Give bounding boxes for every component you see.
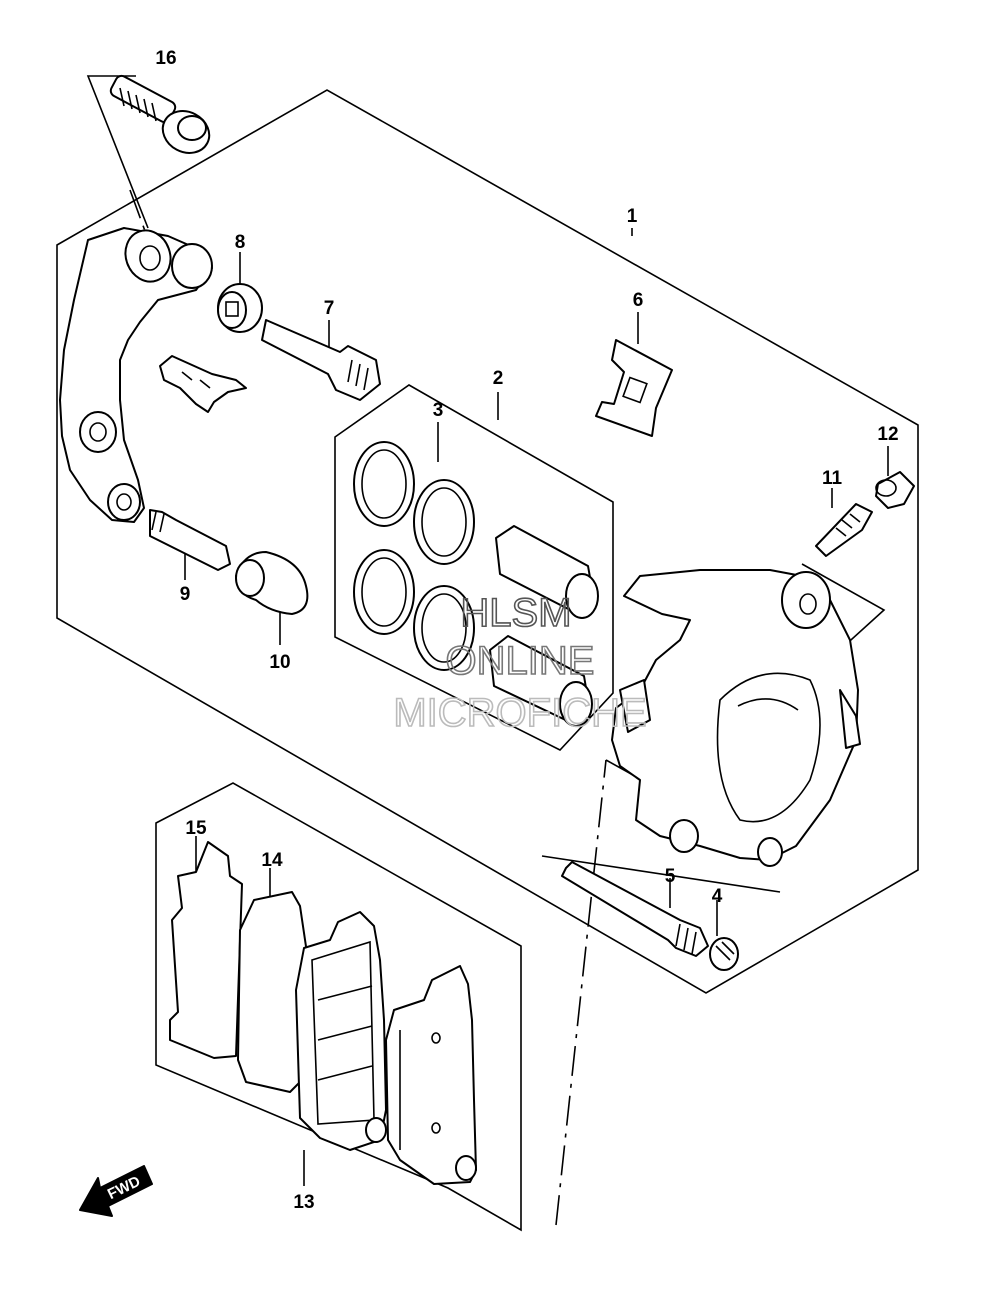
brake-pad-rear bbox=[385, 965, 477, 1185]
caliper-assembly-frame bbox=[56, 89, 919, 994]
pad-spring-6 bbox=[595, 312, 673, 437]
pin-7 bbox=[261, 319, 381, 401]
callout-5: 5 bbox=[665, 866, 676, 887]
caliper-body bbox=[611, 563, 886, 867]
callout-9: 9 bbox=[180, 584, 191, 605]
boot-8 bbox=[217, 252, 263, 333]
callout-3: 3 bbox=[433, 400, 444, 421]
callout-1: 1 bbox=[627, 206, 638, 227]
watermark-line-2: ONLINE bbox=[446, 639, 595, 683]
callout-8: 8 bbox=[235, 232, 246, 253]
callout-15: 15 bbox=[185, 818, 207, 839]
piston-seals-3 bbox=[353, 422, 475, 671]
fwd-arrow-icon: FWD bbox=[79, 1165, 153, 1217]
piston-kit-frame bbox=[334, 384, 614, 751]
watermark-line-3: MICROFICHE bbox=[393, 691, 646, 735]
brake-pad-set-frame bbox=[155, 782, 522, 1232]
cap-12 bbox=[875, 446, 915, 509]
callout-4: 4 bbox=[712, 886, 723, 907]
callout-14: 14 bbox=[261, 850, 283, 871]
callout-2: 2 bbox=[493, 368, 504, 389]
pad-set-boundary-line bbox=[555, 759, 607, 1226]
boot-10 bbox=[235, 551, 309, 645]
bleeder-valve-11 bbox=[815, 488, 873, 557]
shim-15 bbox=[169, 836, 243, 1059]
callout-10: 10 bbox=[269, 652, 290, 673]
pin-9 bbox=[149, 509, 231, 580]
callout-7: 7 bbox=[324, 298, 335, 319]
callout-11: 11 bbox=[822, 468, 843, 489]
callout-12: 12 bbox=[877, 424, 898, 445]
caliper-bracket bbox=[59, 227, 213, 523]
watermark-line-1: HLSM bbox=[460, 591, 571, 635]
bolt-16 bbox=[86, 74, 211, 273]
callout-13: 13 bbox=[293, 1192, 314, 1213]
callout-16: 16 bbox=[155, 48, 176, 69]
callout-6: 6 bbox=[633, 290, 644, 311]
pin-5 bbox=[541, 855, 781, 957]
brake-pad-front bbox=[295, 911, 387, 1151]
pistons bbox=[489, 392, 599, 727]
shim-14 bbox=[237, 868, 309, 1093]
plug-4 bbox=[709, 900, 739, 971]
pad-spring-clip bbox=[159, 355, 247, 413]
